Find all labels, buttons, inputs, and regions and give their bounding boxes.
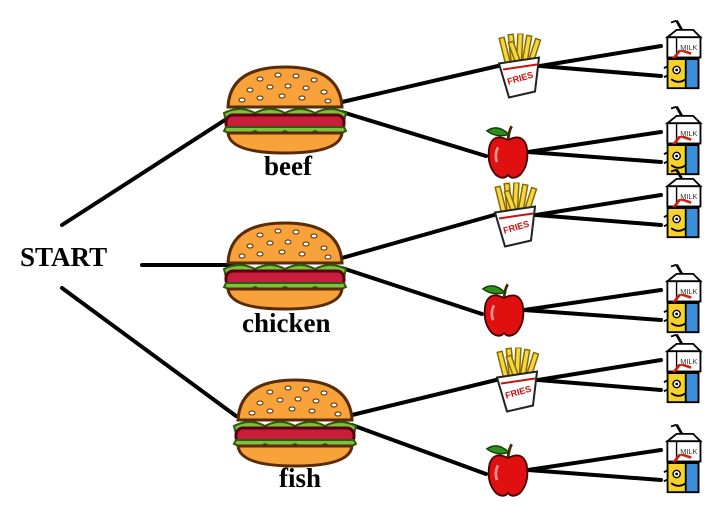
edge-apple-to-milk-carton [526, 130, 663, 154]
edge-apple-to-milk-carton [522, 288, 663, 312]
apple-icon [481, 282, 525, 338]
edge-fish-to-french-fries [350, 378, 498, 417]
french-fries-icon [494, 182, 538, 248]
burger-label-beef: beef [264, 151, 312, 181]
edge-apple-to-juice-box [522, 308, 663, 322]
burger-label-chicken: chicken [242, 308, 331, 338]
edge-apple-to-milk-carton [526, 448, 663, 472]
edge-start-to-fish [60, 286, 238, 418]
apple-icon [485, 124, 529, 180]
edge-beef-to-french-fries [340, 64, 500, 104]
hamburger-icon [232, 378, 358, 468]
edge-french-fries-to-juice-box [534, 213, 663, 227]
edge-fish-to-apple [350, 423, 488, 476]
tree-nodes [222, 20, 702, 498]
french-fries-icon [498, 33, 542, 99]
edge-beef-to-apple [340, 110, 488, 158]
edge-apple-to-juice-box [526, 468, 663, 482]
french-fries-icon [496, 347, 540, 413]
edge-chicken-to-apple [340, 266, 484, 316]
apple-icon [485, 442, 529, 498]
edge-chicken-to-french-fries [340, 213, 496, 260]
edge-french-fries-to-juice-box [536, 378, 663, 392]
edge-apple-to-juice-box [526, 150, 663, 164]
hamburger-icon [222, 221, 348, 311]
edge-french-fries-to-milk-carton [538, 44, 663, 68]
edge-french-fries-to-milk-carton [534, 193, 663, 217]
hamburger-icon [222, 65, 348, 155]
edge-french-fries-to-milk-carton [536, 358, 663, 382]
burger-label-fish: fish [279, 463, 322, 493]
edge-start-to-beef [60, 116, 230, 227]
tree-edges [60, 44, 663, 482]
edge-french-fries-to-juice-box [538, 64, 663, 78]
start-label: START [20, 242, 108, 272]
